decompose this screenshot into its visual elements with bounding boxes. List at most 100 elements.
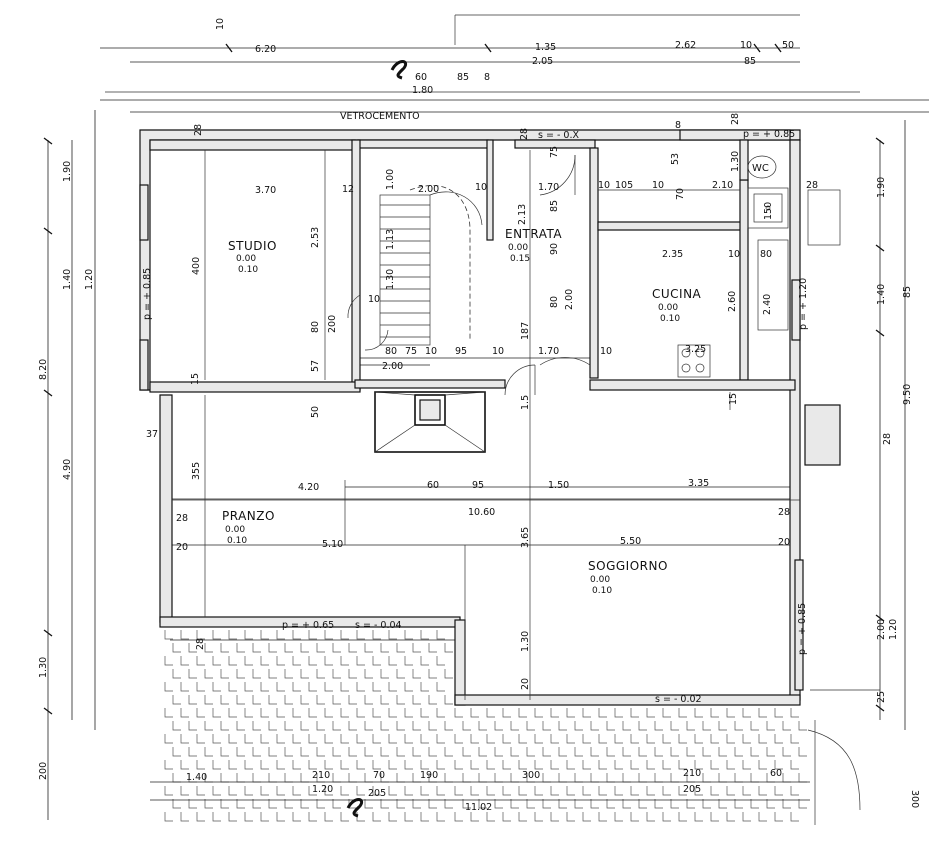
studio-level-1: 0.00	[236, 254, 256, 264]
terrace-tile	[590, 721, 599, 731]
dim-text: 355	[191, 462, 202, 480]
terrace-tile	[534, 812, 543, 822]
terrace-tile	[558, 799, 567, 809]
dim-text: 3.25	[685, 344, 706, 355]
terrace-tile	[534, 786, 543, 796]
terrace-tile	[372, 708, 381, 718]
terrace-tile	[726, 760, 735, 770]
terrace-tile	[324, 734, 333, 744]
terrace-tile	[348, 721, 357, 731]
terrace-tile	[790, 734, 799, 744]
cucina-level-1: 0.00	[658, 303, 678, 313]
dim-text: 1.40	[62, 269, 73, 290]
terrace-tile	[420, 734, 429, 744]
terrace-tile	[292, 682, 301, 692]
terrace-tile	[558, 721, 567, 731]
terrace-tile	[308, 656, 317, 666]
terrace-tile	[444, 669, 453, 679]
terrace-tile	[348, 695, 357, 705]
terrace-tile	[180, 812, 189, 822]
terrace-tile	[364, 773, 373, 783]
terrace-tile	[670, 773, 679, 783]
terrace-tile	[542, 721, 551, 731]
terrace-tile	[196, 630, 205, 640]
dim-text: 4.20	[298, 482, 319, 493]
terrace-tile	[558, 747, 567, 757]
terrace-tile	[790, 708, 799, 718]
terrace-tile	[566, 708, 575, 718]
terrace-tile	[454, 760, 463, 770]
terrace-tile	[582, 734, 591, 744]
terrace-tile	[332, 669, 341, 679]
terrace-tile	[790, 786, 799, 796]
terrace-tile	[396, 799, 405, 809]
dim-text: 28	[882, 433, 893, 445]
terrace-tile	[646, 812, 655, 822]
dimension-lines	[43, 43, 929, 820]
dim-text: 1.20	[312, 784, 333, 795]
label-s004: s = - 0.04	[355, 620, 402, 631]
terrace-tile	[436, 734, 445, 744]
terrace-tile	[734, 747, 743, 757]
terrace-tile	[356, 760, 365, 770]
terrace-tile	[678, 734, 687, 744]
terrace-tile	[534, 760, 543, 770]
terrace-tile	[630, 708, 639, 718]
dim-text: 6.20	[255, 44, 276, 55]
terrace-tile	[396, 773, 405, 783]
dim-text: 210	[683, 768, 701, 779]
terrace-tile	[340, 786, 349, 796]
terrace-tile	[308, 734, 317, 744]
room-pranzo: PRANZO	[222, 509, 275, 523]
terrace-tile	[292, 734, 301, 744]
terrace-tile	[598, 734, 607, 744]
terrace-tile	[252, 799, 261, 809]
terrace-tile	[324, 708, 333, 718]
terrace-tile	[316, 799, 325, 809]
terrace-tile	[188, 695, 197, 705]
dim-text: 28	[176, 513, 188, 524]
terrace-tile	[470, 812, 479, 822]
soggiorno-level-2: 0.10	[592, 586, 612, 596]
terrace-tile	[598, 812, 607, 822]
terrace-tile	[726, 734, 735, 744]
terrace-tile	[236, 669, 245, 679]
terrace-tile	[726, 708, 735, 718]
terrace-tile	[396, 695, 405, 705]
terrace-tile	[356, 708, 365, 718]
terrace-tile	[534, 734, 543, 744]
terrace-tile	[630, 760, 639, 770]
terrace-tile	[364, 695, 373, 705]
terrace-tile	[404, 786, 413, 796]
terrace-tile	[710, 708, 719, 718]
terrace-tile	[454, 734, 463, 744]
terrace-tile	[782, 747, 791, 757]
terrace-tile	[388, 760, 397, 770]
dim-text: 10	[492, 346, 504, 357]
terrace-tile	[766, 721, 775, 731]
dim-text: 190	[420, 770, 438, 781]
terrace-tile	[518, 708, 527, 718]
terrace-tile	[782, 773, 791, 783]
dim-text: 1.40	[186, 772, 207, 783]
terrace-tile	[502, 708, 511, 718]
terrace-tile	[420, 630, 429, 640]
dim-text: 15	[728, 393, 739, 405]
terrace-tile	[364, 799, 373, 809]
dim-text: 4.90	[62, 459, 73, 480]
terrace-tile	[284, 747, 293, 757]
terrace-tile	[502, 734, 511, 744]
dim-text: 1.35	[535, 42, 556, 53]
terrace-tile	[428, 721, 437, 731]
terrace-tile	[164, 734, 173, 744]
terrace-tile	[420, 812, 429, 822]
terrace-tile	[396, 721, 405, 731]
terrace-tile	[340, 630, 349, 640]
terrace-tile	[462, 747, 471, 757]
terrace-tile	[404, 734, 413, 744]
terrace-tile	[798, 773, 807, 783]
dim-text: 20	[520, 678, 531, 690]
terrace-tile	[436, 760, 445, 770]
dim-text: 60	[415, 72, 427, 83]
dim-text: 10	[425, 346, 437, 357]
